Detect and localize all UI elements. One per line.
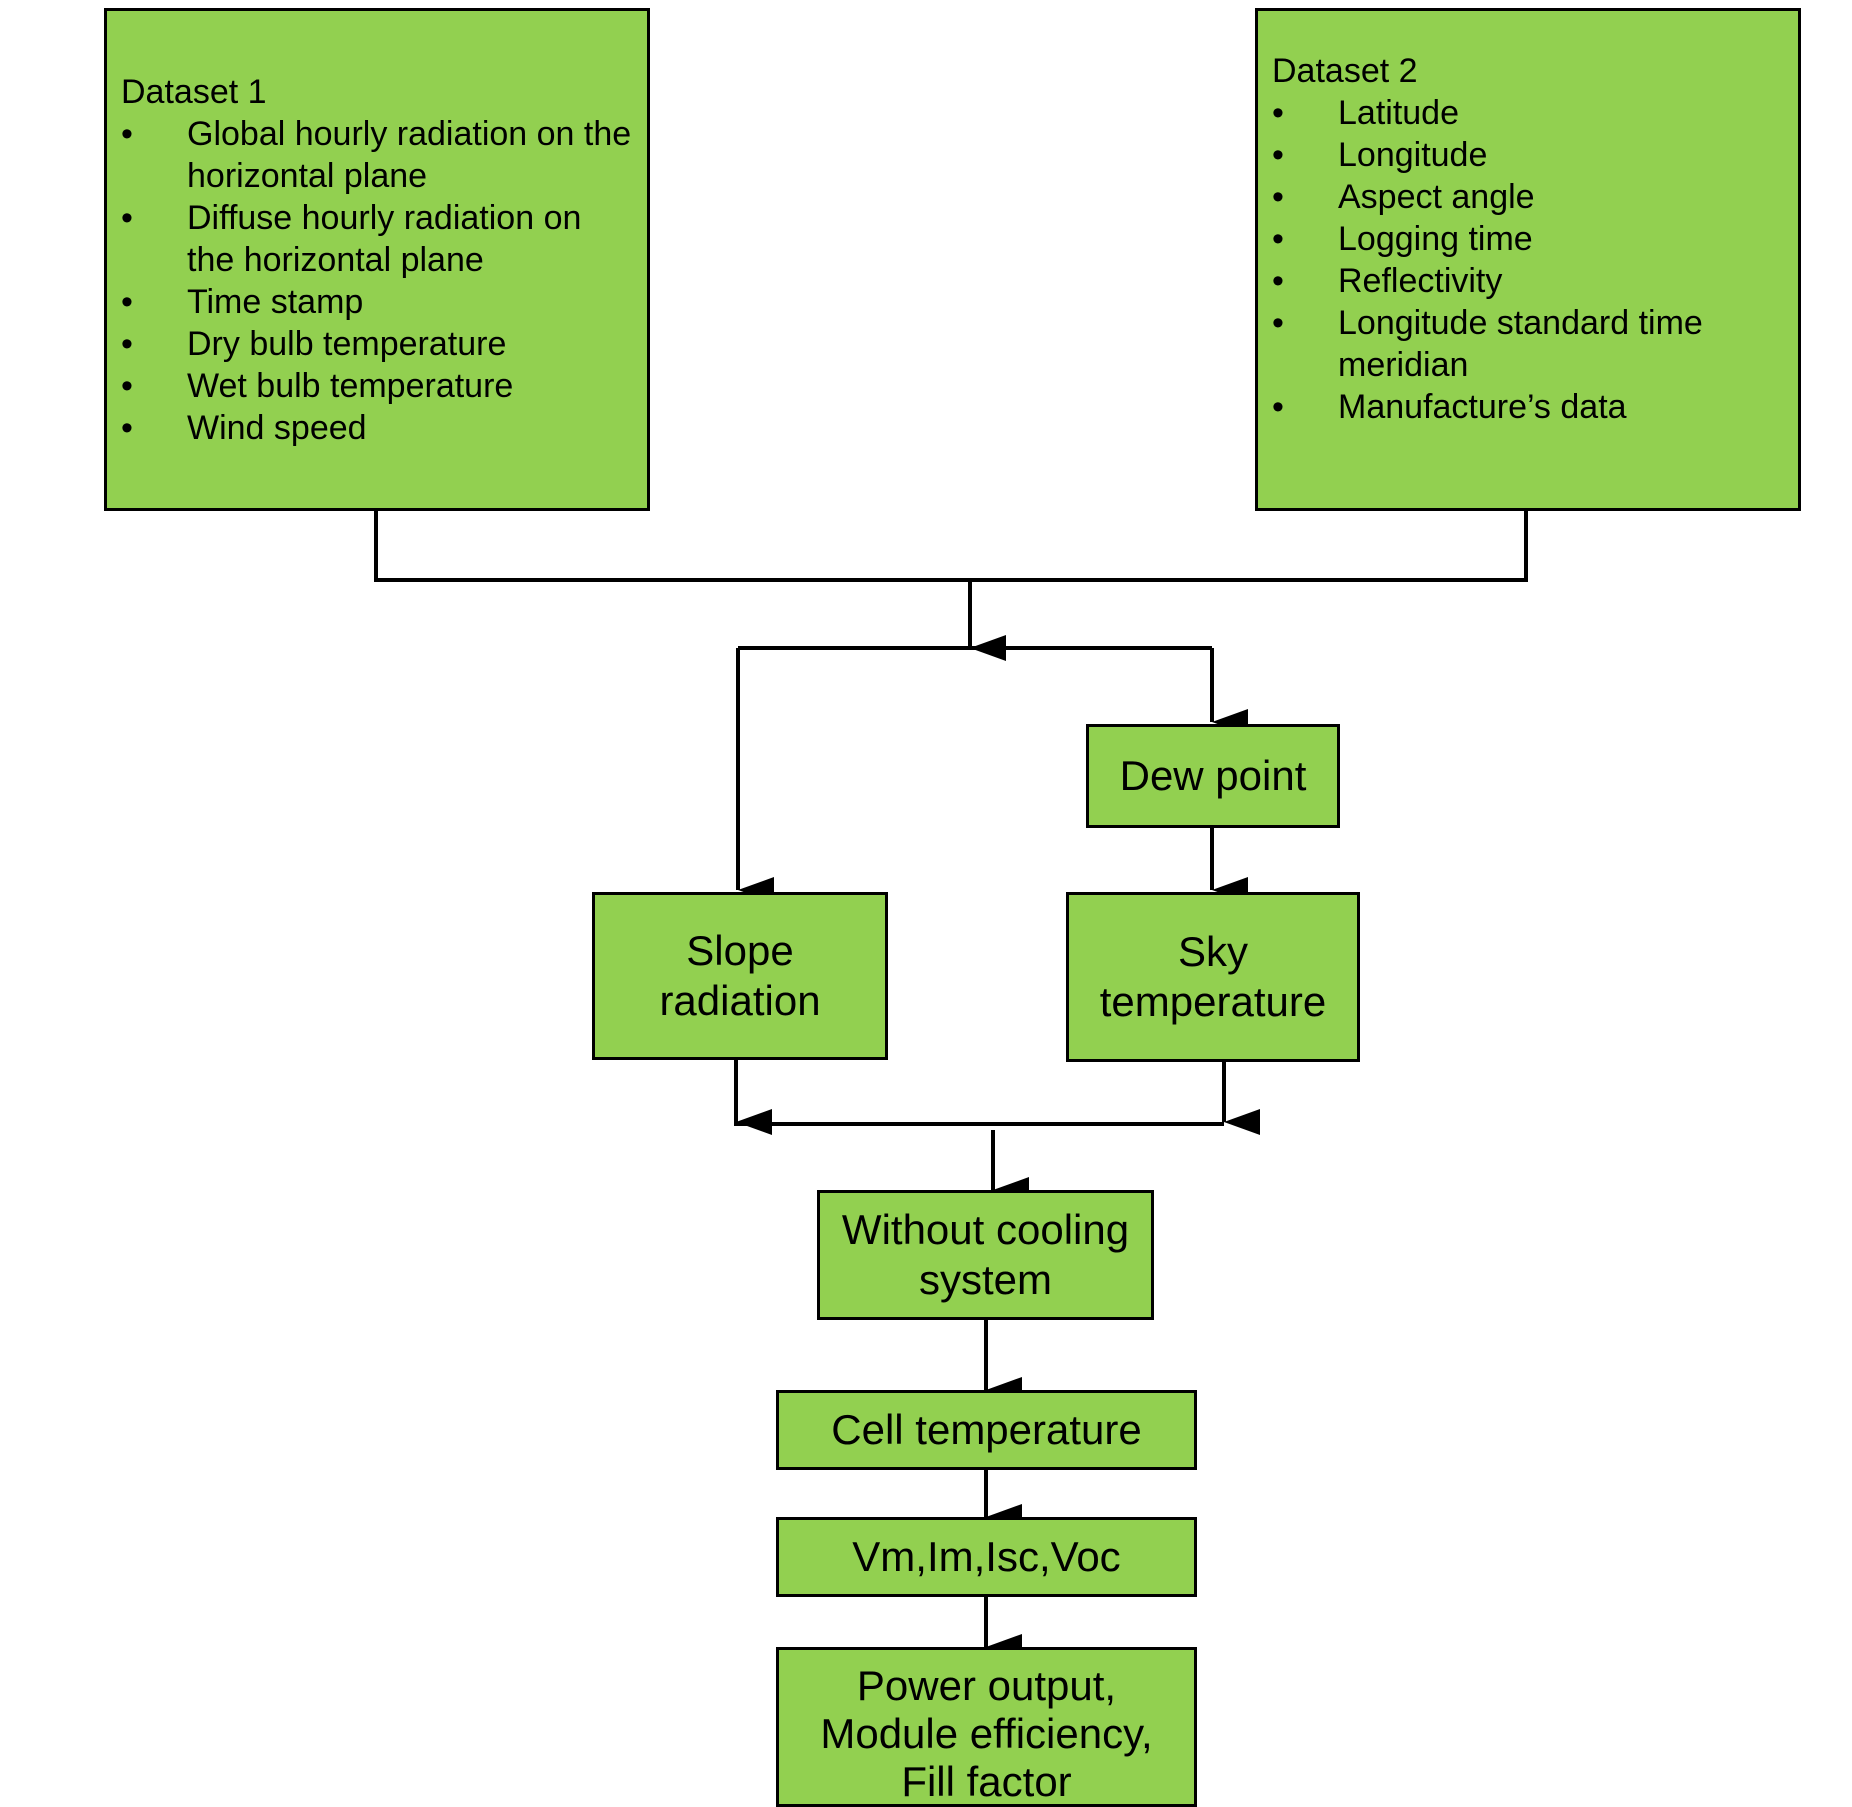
dataset-1-item: Time stamp	[121, 281, 635, 323]
sky-temperature-label-line-2: temperature	[1099, 978, 1327, 1025]
dataset-1-item: Dry bulb temperature	[121, 323, 635, 365]
dataset-2-item: Aspect angle	[1272, 176, 1786, 218]
outputs-box: Power output, Module efficiency, Fill fa…	[776, 1647, 1197, 1807]
cell-temperature-box: Cell temperature	[776, 1390, 1197, 1470]
dataset-1-title: Dataset 1	[121, 73, 267, 111]
dataset-1-item: Global hourly radiation on the horizonta…	[121, 113, 635, 197]
dataset-1-box: Dataset 1 Global hourly radiation on the…	[104, 8, 650, 511]
outputs-label-line-1: Power output,	[856, 1662, 1117, 1709]
slope-radiation-label-line-2: radiation	[659, 977, 821, 1024]
parameters-box: Vm,Im,Isc,Voc	[776, 1517, 1197, 1597]
outputs-label-line-3: Fill factor	[901, 1758, 1072, 1805]
outputs-label-line-2: Module efficiency,	[820, 1710, 1153, 1757]
without-cooling-box: Without cooling system	[817, 1190, 1154, 1320]
dataset-2-item: Manufacture’s data	[1272, 386, 1786, 428]
dataset-1-item: Wet bulb temperature	[121, 365, 635, 407]
dataset-2-box: Dataset 2 Latitude Longitude Aspect angl…	[1255, 8, 1801, 511]
dataset-1-item: Diffuse hourly radiation on the horizont…	[121, 197, 635, 281]
sky-temperature-box: Sky temperature	[1066, 892, 1360, 1062]
connector-dataset1-merge	[374, 510, 970, 582]
without-cooling-label-line-2: system	[918, 1256, 1052, 1303]
slope-radiation-box: Slope radiation	[592, 892, 888, 1060]
without-cooling-label-line-1: Without cooling	[841, 1206, 1130, 1253]
cell-temperature-label: Cell temperature	[831, 1406, 1142, 1453]
slope-radiation-label-line-1: Slope	[686, 927, 794, 974]
dataset-2-item: Reflectivity	[1272, 260, 1786, 302]
dataset-2-title: Dataset 2	[1272, 52, 1418, 90]
dataset-2-list: Latitude Longitude Aspect angle Logging …	[1272, 92, 1786, 428]
dataset-1-list: Global hourly radiation on the horizonta…	[121, 113, 635, 449]
dataset-1-item: Wind speed	[121, 407, 635, 449]
dew-point-box: Dew point	[1086, 724, 1340, 828]
dataset-2-item: Longitude standard time meridian	[1272, 302, 1786, 386]
connector-dataset2-merge	[970, 510, 1528, 582]
dataset-2-item: Latitude	[1272, 92, 1786, 134]
parameters-label: Vm,Im,Isc,Voc	[852, 1533, 1121, 1580]
dew-point-label: Dew point	[1119, 752, 1307, 799]
dataset-2-item: Logging time	[1272, 218, 1786, 260]
sky-temperature-label-line-1: Sky	[1177, 928, 1248, 975]
dataset-2-item: Longitude	[1272, 134, 1786, 176]
